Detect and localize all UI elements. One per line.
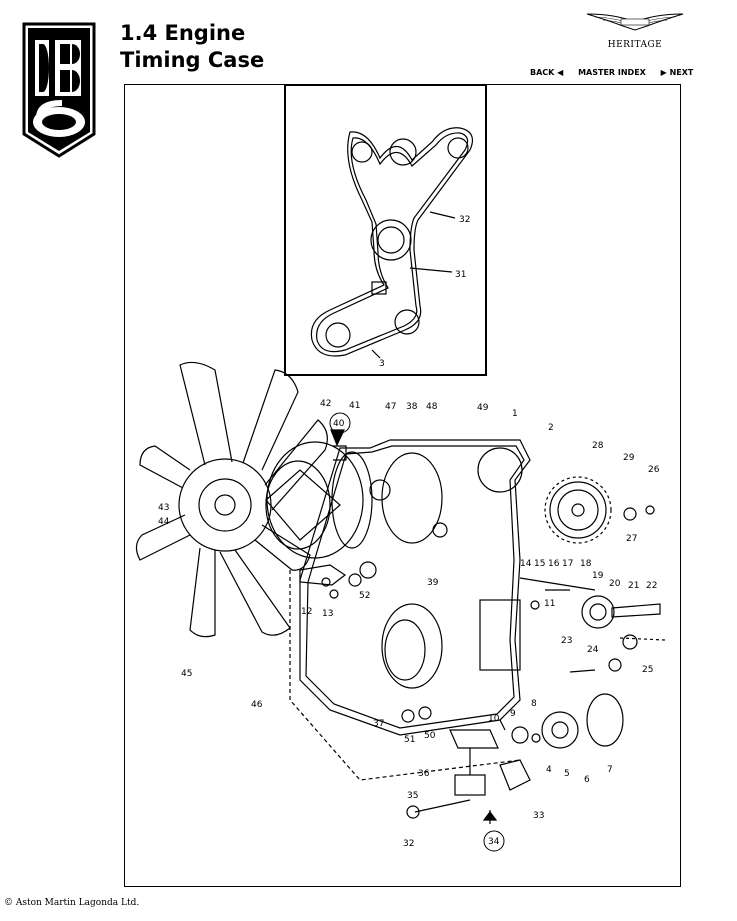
diagram-line-art	[135, 127, 666, 824]
callout-label: 11	[544, 599, 555, 609]
callout-label: 1	[512, 409, 518, 419]
callout-label: 24	[587, 645, 599, 655]
callout-label: 28	[592, 441, 604, 451]
callout-label: 41	[349, 401, 360, 411]
callout-label: 18	[580, 559, 592, 569]
callout-label: 27	[626, 534, 637, 544]
callout-label: 40	[333, 419, 345, 429]
callout-label: 32	[459, 215, 470, 225]
callout-circle-40	[329, 412, 351, 434]
next-link[interactable]: ▶ NEXT	[660, 68, 694, 77]
inset-callouts: 32 31 3	[379, 215, 470, 369]
callout-label: 14	[520, 559, 532, 569]
page-title: 1.4 Engine Timing Case	[120, 20, 264, 74]
callout-label: 37	[373, 719, 384, 729]
callout-label: 16	[548, 559, 560, 569]
callout-label: 47	[385, 402, 396, 412]
aston-martin-wings-icon	[586, 13, 684, 31]
db6-shield-logo-icon	[22, 22, 96, 158]
callout-label: 19	[592, 571, 604, 581]
part-callouts: 42 41 40 47 38 48 49 1 2 28 29 26 43 44 …	[158, 399, 660, 849]
callout-label: 51	[404, 735, 415, 745]
callout-label: 44	[158, 517, 170, 527]
callout-label: 2	[548, 423, 554, 433]
master-index-link[interactable]: MASTER INDEX	[578, 68, 646, 77]
callout-label: 4	[546, 765, 552, 775]
title-line-2: Timing Case	[120, 48, 265, 72]
brand-block: HERITAGE	[580, 10, 690, 50]
callout-label: 8	[531, 699, 537, 709]
callout-label: 49	[477, 403, 489, 413]
callout-label: 21	[628, 581, 639, 591]
back-link[interactable]: BACK ◀	[530, 68, 564, 77]
callout-label: 12	[301, 607, 312, 617]
callout-label: 15	[534, 559, 545, 569]
callout-label: 6	[584, 775, 590, 785]
callout-label: 39	[427, 578, 439, 588]
callout-label: 52	[359, 591, 370, 601]
callout-label: 35	[407, 791, 418, 801]
callout-label: 29	[623, 453, 635, 463]
callout-label: 10	[488, 714, 500, 724]
callout-label: 48	[426, 402, 438, 412]
callout-label: 22	[646, 581, 657, 591]
callout-label: 33	[533, 811, 544, 821]
callout-label: 9	[510, 709, 516, 719]
callout-label: 17	[562, 559, 573, 569]
callout-label: 43	[158, 503, 169, 513]
callout-label: 34	[488, 837, 500, 847]
callout-label: 13	[322, 609, 333, 619]
callout-label: 38	[406, 402, 418, 412]
belt-inset-frame	[284, 84, 487, 376]
callout-label: 46	[251, 700, 263, 710]
callout-label: 42	[320, 399, 331, 409]
callout-label: 50	[424, 731, 436, 741]
callout-circle-34	[483, 830, 505, 852]
title-line-1: 1.4 Engine	[120, 21, 246, 45]
callout-label: 7	[607, 765, 613, 775]
callout-label: 3	[379, 359, 385, 369]
copyright-notice: © Aston Martin Lagonda Ltd.	[4, 898, 140, 908]
callout-label: 5	[564, 769, 570, 779]
callout-label: 25	[642, 665, 653, 675]
callout-label: 32	[403, 839, 414, 849]
callout-label: 45	[181, 669, 192, 679]
callout-label: 23	[561, 636, 572, 646]
callout-label: 20	[609, 579, 621, 589]
callout-label: 26	[648, 465, 660, 475]
callout-label: 36	[418, 769, 430, 779]
page-navigation: BACK ◀ MASTER INDEX ▶ NEXT	[530, 68, 693, 77]
callout-label: 31	[455, 270, 466, 280]
heritage-label: HERITAGE	[607, 40, 663, 50]
